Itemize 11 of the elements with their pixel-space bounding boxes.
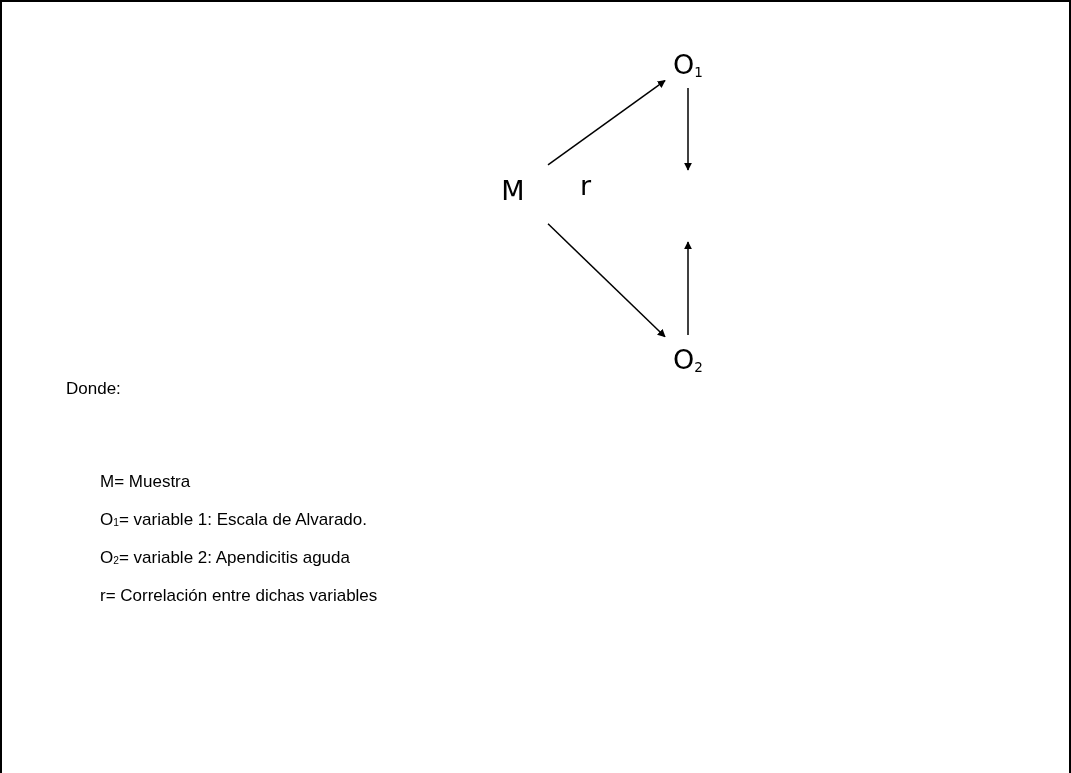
legend-text: Donde: bbox=[66, 379, 121, 399]
arrow bbox=[547, 223, 666, 338]
arrow bbox=[547, 79, 666, 166]
arrow bbox=[684, 241, 692, 336]
legend-text: M= Muestra bbox=[100, 472, 191, 492]
variable-symbol: O$_{2}$ bbox=[669, 339, 707, 379]
arrow bbox=[684, 87, 692, 171]
variable-symbol: M bbox=[494, 170, 532, 210]
variable-symbol: O$_{1}$ bbox=[669, 44, 707, 84]
legend-text: r= Correlación entre dichas variables bbox=[100, 586, 378, 606]
variable-symbol: r bbox=[580, 170, 592, 201]
